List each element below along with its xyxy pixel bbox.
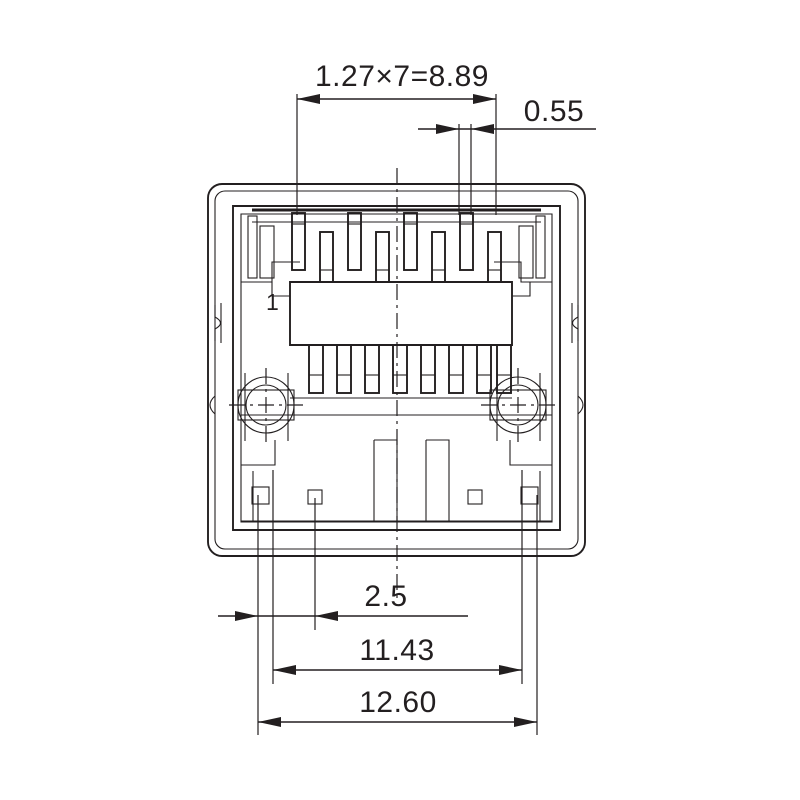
shield-finger-left-a <box>247 215 258 279</box>
terminal-upper-3 <box>403 212 418 271</box>
dimension-overall-width: 12.60 <box>258 686 537 727</box>
contact-finger-6 <box>448 344 464 394</box>
plug-opening-body <box>289 281 513 346</box>
shield-finger-right-a <box>535 215 546 279</box>
pin-one-label: 1 <box>266 289 279 315</box>
arrowhead-left <box>235 611 258 621</box>
arrowhead-left <box>258 717 281 727</box>
cavity-step-left <box>241 261 300 283</box>
dimension-mount-span: 11.43 <box>273 634 522 675</box>
bottom-extension-lines <box>257 470 538 735</box>
terminal-upper-2 <box>347 212 362 271</box>
center-block-left <box>374 439 398 521</box>
contact-finger-7 <box>476 344 492 394</box>
housing-right-tab <box>571 305 579 341</box>
shield-finger-right-b <box>518 225 534 279</box>
dimension-peg-offset: 2.5 <box>218 580 468 621</box>
plug-opening-notch-right <box>512 282 531 297</box>
dimension-label-pin-pitch: 1.27×7=8.89 <box>315 60 489 93</box>
arrowhead-right <box>499 665 522 675</box>
contact-finger-3 <box>364 344 380 394</box>
dimension-label-peg-offset: 2.5 <box>364 580 407 613</box>
arrowhead-right <box>473 94 496 104</box>
dimension-label-overall-width: 12.60 <box>359 686 437 719</box>
terminal-upper-4 <box>459 212 474 271</box>
latch-clip-right <box>577 395 584 415</box>
cavity-inner-outline <box>240 213 553 523</box>
mount-pad-3 <box>467 489 483 505</box>
latch-clip-left <box>209 395 216 415</box>
arrowhead-right <box>471 124 494 134</box>
dimension-contact-width: 0.55 <box>418 95 596 215</box>
dimension-pin-pitch: 1.27×7=8.89 <box>296 60 497 215</box>
cavity-outline <box>232 205 561 531</box>
arrowhead-left <box>297 94 320 104</box>
latch-inner-circle-left <box>245 384 287 426</box>
center-block-right <box>426 439 450 521</box>
terminal-lower-1 <box>319 231 334 283</box>
latch-post-left <box>209 368 303 443</box>
terminal-lower-3 <box>431 231 446 283</box>
lower-step-left <box>241 440 276 466</box>
contact-finger-8 <box>496 344 512 394</box>
cavity-step-right <box>494 261 552 283</box>
terminal-lower-2 <box>375 231 390 283</box>
contact-finger-5 <box>420 344 436 394</box>
arrowhead-left <box>436 124 459 134</box>
mount-pad-4 <box>520 486 539 505</box>
mount-pad-1 <box>251 486 270 505</box>
contact-finger-4 <box>392 344 408 394</box>
housing-left-tab <box>214 305 222 341</box>
arrowhead-left <box>273 665 296 675</box>
plug-opening-and-contact-fingers <box>271 281 531 394</box>
contact-finger-2 <box>336 344 352 394</box>
latch-inner-circle-right <box>497 384 539 426</box>
lower-step-right <box>509 440 552 466</box>
terminal-upper-1 <box>291 212 306 271</box>
shield-finger-left-b <box>259 225 275 279</box>
plug-opening-notch-left <box>271 282 290 297</box>
terminal-lower-4 <box>487 231 502 283</box>
dimension-label-contact-width: 0.55 <box>524 95 584 128</box>
arrowhead-right <box>315 611 338 621</box>
latch-post-right <box>481 368 584 443</box>
dimension-label-mount-span: 11.43 <box>359 634 434 667</box>
arrowhead-right <box>514 717 537 727</box>
contact-finger-1 <box>308 344 324 394</box>
